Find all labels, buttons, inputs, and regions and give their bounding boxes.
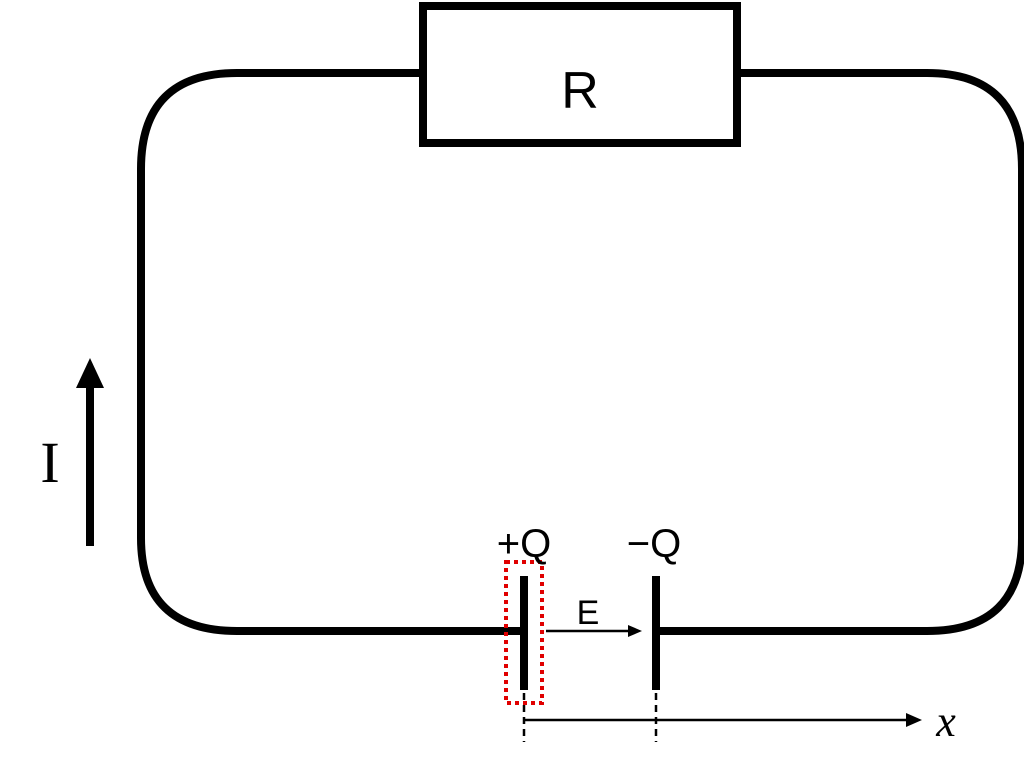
current-label: I [40,430,59,495]
field-label: E [577,594,600,632]
x-axis-arrow-head [906,713,922,727]
field-arrow-head [628,625,642,637]
circuit-wire-main [137,69,520,635]
plate-highlight-box [504,560,544,705]
resistor-box [419,2,741,147]
plate-positive-label: +Q [497,522,551,566]
resistor-label: R [561,62,599,120]
x-axis-label: x [935,697,956,746]
plate-negative-label: −Q [627,522,681,566]
current-arrow-head [76,358,104,388]
circuit-wire-right [656,69,1024,635]
